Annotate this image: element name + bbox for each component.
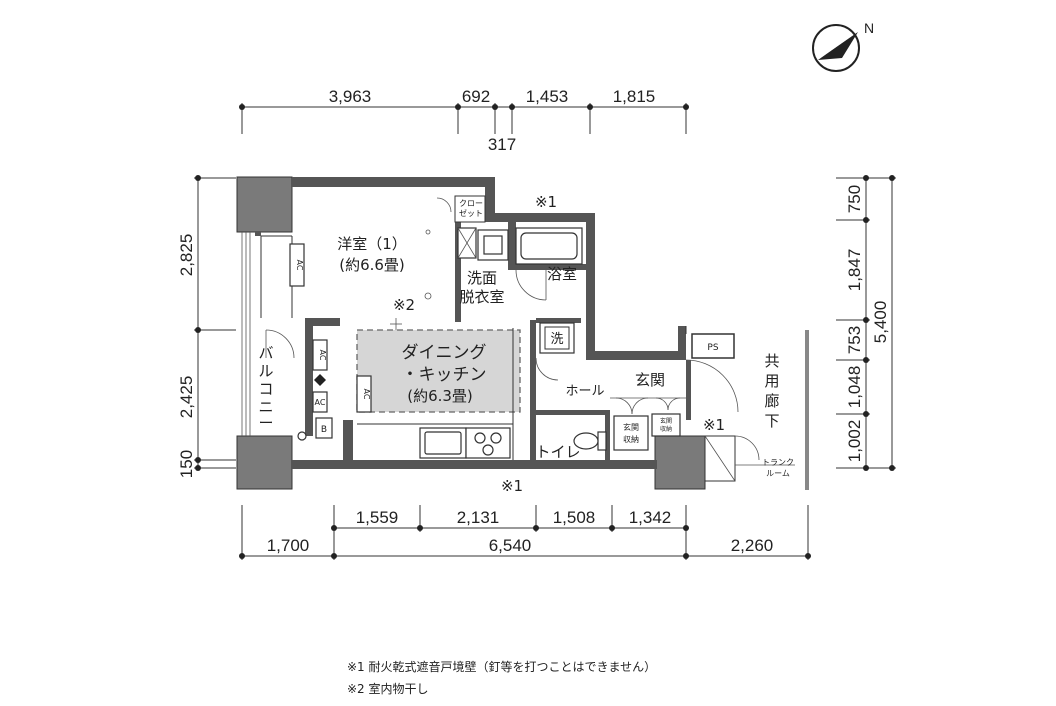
note-mark-2: ※2 — [393, 296, 415, 314]
dim-left-2: 2,425 — [177, 376, 196, 419]
structure-pillars — [236, 176, 706, 490]
dim-bottom-inner-4: 1,342 — [629, 508, 672, 527]
dim-top-2: 692 — [462, 87, 490, 106]
balcony-char-4: ニ — [258, 398, 273, 416]
balcony-char-3: コ — [258, 380, 273, 398]
trunk-room-label-1: トランク — [762, 458, 794, 467]
dim-top-sub: 317 — [488, 135, 516, 154]
fixtures: クロー ゼット 洗 AC AC AC AC — [289, 195, 686, 460]
dim-top-3: 1,453 — [526, 87, 569, 106]
bathroom-label: 浴室 — [547, 265, 577, 283]
corridor-char-3: 廊 — [764, 392, 779, 410]
dim-right-1: 750 — [845, 185, 864, 213]
dining-kitchen-area: (約6.3畳) — [407, 387, 473, 405]
dim-bottom-inner-2: 2,131 — [457, 508, 500, 527]
dim-bottom-inner-3: 1,508 — [553, 508, 596, 527]
dining-kitchen-area — [357, 330, 520, 412]
entrance-storage-label-2: 収納 — [623, 434, 639, 444]
right-dimension-line: 750 1,847 753 1,048 1,002 5,400 — [836, 175, 896, 471]
dim-bottom-outer-1: 1,700 — [267, 536, 310, 555]
dining-kitchen-dashed-border — [356, 329, 521, 413]
dining-kitchen-name-2: ・キッチン — [402, 365, 487, 385]
corridor-char-4: 下 — [764, 412, 779, 430]
ps-label: PS — [707, 343, 718, 353]
washroom-label-1: 洗面 — [467, 269, 497, 287]
western-room-name: 洋室（1） — [337, 235, 407, 253]
structure-walls — [241, 177, 809, 490]
balcony-char-1: バ — [258, 344, 273, 362]
b-label: B — [321, 425, 327, 435]
ac-label-2: AC — [318, 350, 327, 361]
washer-label: 洗 — [550, 332, 563, 347]
dining-kitchen-name-1: ダイニング — [402, 343, 487, 363]
ac-label-4: AC — [315, 398, 326, 407]
toilet-label: トイレ — [535, 443, 580, 461]
dim-bottom-outer-2: 6,540 — [489, 536, 532, 555]
note-mark-1-right: ※1 — [703, 416, 725, 434]
left-dimension-line: 2,825 2,425 150 — [177, 175, 236, 478]
balcony-char-2: ル — [258, 362, 273, 380]
ac-label-1: AC — [295, 260, 304, 271]
dim-left-1: 2,825 — [177, 234, 196, 277]
bottom-dimension-line: 1,559 2,131 1,508 1,342 1,700 6,540 2,26… — [239, 505, 811, 560]
corridor-char-2: 用 — [764, 372, 779, 390]
dim-top-4: 1,815 — [613, 87, 656, 106]
dim-right-4: 1,048 — [845, 366, 864, 409]
ac-label-3: AC — [362, 389, 371, 400]
dim-bottom-outer-3: 2,260 — [731, 536, 774, 555]
note-mark-1-bottom: ※1 — [501, 477, 523, 495]
note-mark-1-top: ※1 — [535, 193, 557, 211]
washroom-label-2: 脱衣室 — [459, 288, 504, 306]
entrance-storage2-label-1: 玄関 — [660, 417, 672, 425]
entrance-storage-label-1: 玄関 — [623, 422, 639, 432]
north-label: N — [864, 20, 874, 36]
dim-right-2: 1,847 — [845, 249, 864, 292]
western-room-area: (約6.6畳) — [339, 256, 405, 274]
entrance-storage2-label-2: 収納 — [660, 425, 672, 433]
note-2: ※2 室内物干し — [347, 682, 429, 696]
closet-label-2: ゼット — [459, 208, 483, 218]
dim-left-3: 150 — [177, 450, 196, 478]
hall-label: ホール — [565, 384, 604, 399]
room-labels: 洋室（1） (約6.6畳) ダイニング ・キッチン (約6.3畳) 洗面 脱衣室… — [258, 193, 794, 495]
dim-right-5: 1,002 — [845, 420, 864, 463]
dim-right-3: 753 — [845, 326, 864, 354]
notes: ※1 耐火乾式遮音戸境壁（釘等を打つことはできません） ※2 室内物干し — [347, 656, 656, 700]
dim-bottom-inner-1: 1,559 — [356, 508, 399, 527]
dim-top-1: 3,963 — [329, 87, 372, 106]
entrance-label: 玄関 — [635, 371, 665, 389]
balcony-char-5: ー — [258, 414, 273, 432]
corridor-char-1: 共 — [764, 352, 779, 370]
note-1: ※1 耐火乾式遮音戸境壁（釘等を打つことはできません） — [347, 660, 657, 674]
trunk-room-label-2: ルーム — [766, 469, 790, 478]
closet-label-1: クロー — [459, 199, 483, 208]
top-dimension-line: 3,963 692 1,453 1,815 317 — [239, 87, 689, 154]
north-arrow-icon: N — [812, 20, 874, 72]
dim-right-total: 5,400 — [871, 301, 890, 344]
